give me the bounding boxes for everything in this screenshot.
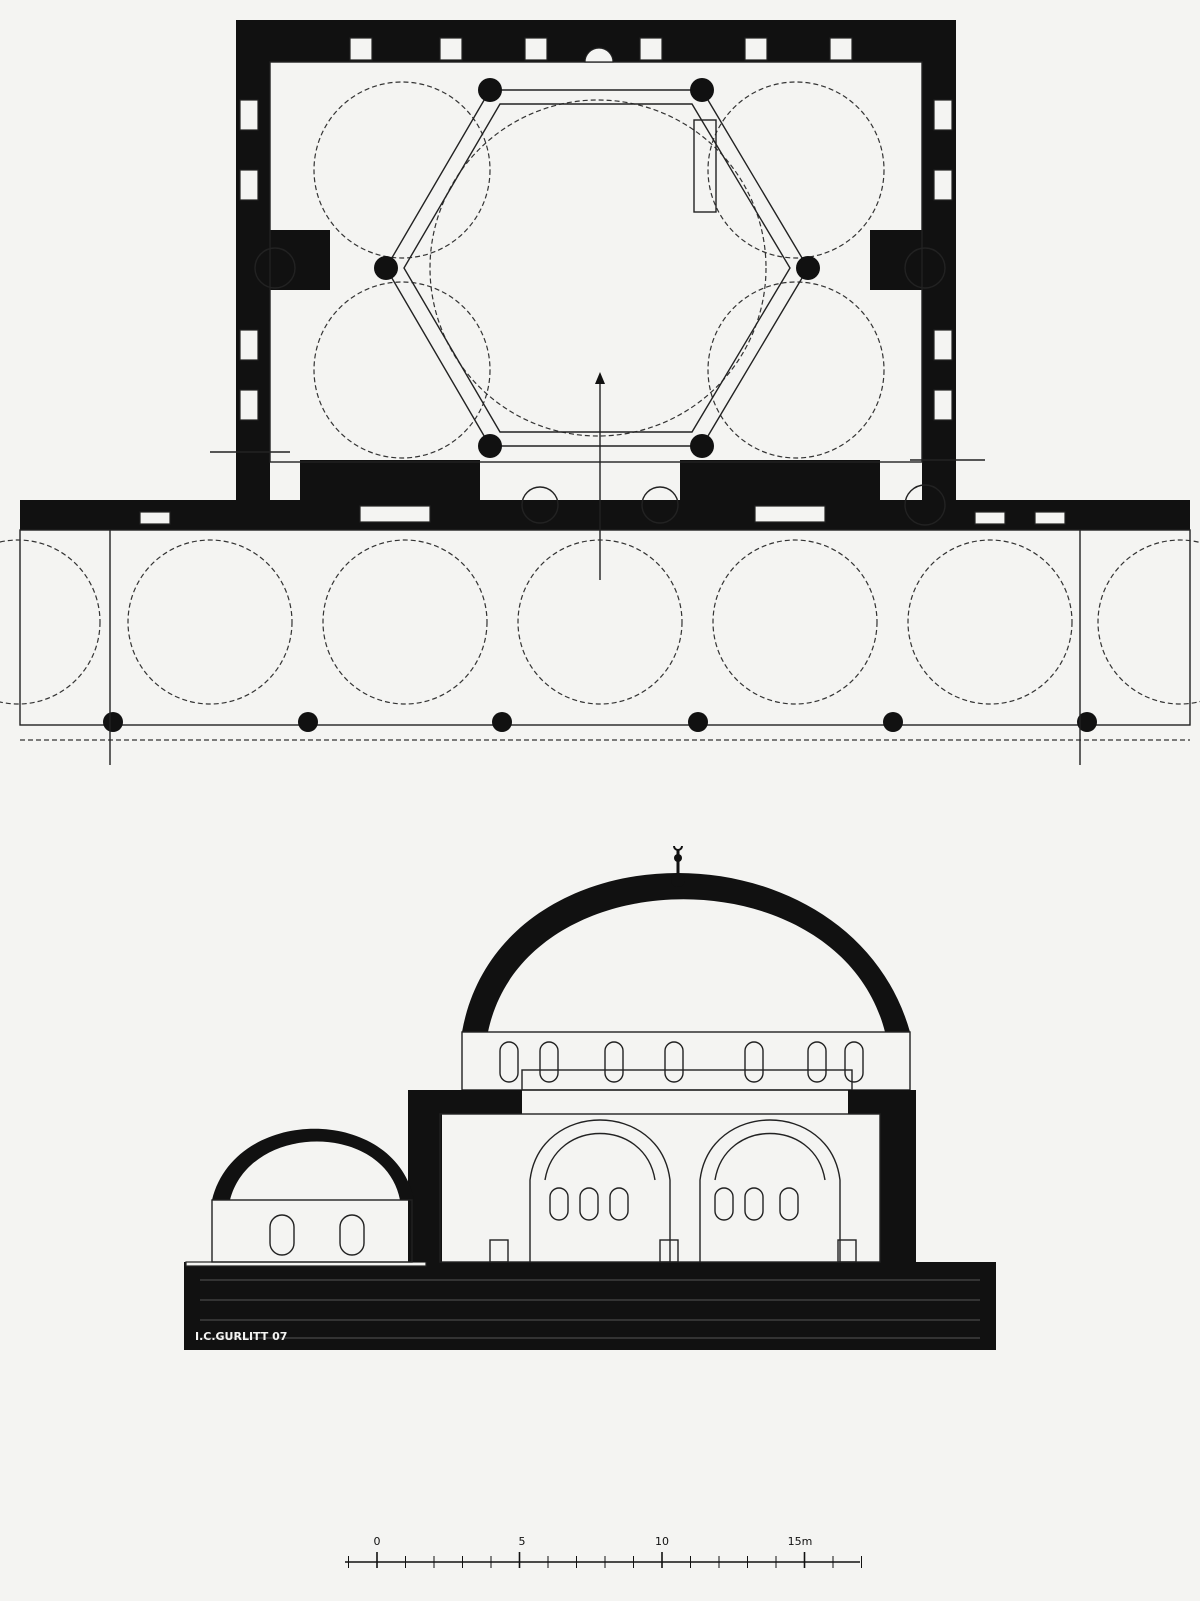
crescent-finial-icon	[671, 845, 685, 887]
plan-hall-outline	[269, 61, 923, 463]
plan-piers	[374, 78, 820, 458]
section-drum-windows	[499, 1041, 864, 1083]
scale-label-0: 0	[374, 1535, 381, 1548]
section-portico-dome	[212, 1128, 414, 1200]
plan-hexagon-arches	[385, 89, 809, 447]
plan-minbar	[693, 119, 717, 213]
section-elevation: I.C.GURLITT 07	[184, 845, 996, 1350]
section-foundation	[184, 1262, 996, 1350]
scale-label-10: 10	[655, 1535, 669, 1548]
plan-portico-columns	[103, 712, 1097, 732]
scale-bar-ticks	[348, 1552, 862, 1568]
plan-spiral-stairs	[254, 247, 946, 526]
plan-semi-domes	[313, 81, 885, 459]
plan-outer-walls	[20, 20, 1190, 530]
section-great-arches	[529, 1119, 841, 1262]
section-upper-windows	[549, 1187, 799, 1221]
scale-bar: 0 5 10 15m	[345, 1535, 862, 1568]
floor-plan	[0, 20, 1200, 765]
plan-axis-arrows	[210, 372, 985, 580]
section-right-wall	[880, 1090, 916, 1262]
plan-mihrab	[584, 47, 614, 63]
section-main-dome	[462, 873, 910, 1032]
signature-text: I.C.GURLITT 07	[195, 1330, 287, 1343]
section-columns	[489, 1239, 857, 1263]
plan-central-dome	[429, 99, 767, 437]
plan-portico	[19, 529, 1191, 726]
scale-label-15: 15m	[788, 1535, 813, 1548]
section-drum	[461, 1031, 911, 1091]
plan-portico-domes	[0, 539, 1200, 705]
section-left-wall	[408, 1090, 442, 1262]
scale-label-5: 5	[519, 1535, 526, 1548]
plan-windows	[139, 37, 1066, 525]
section-portico-window	[269, 1214, 295, 1256]
